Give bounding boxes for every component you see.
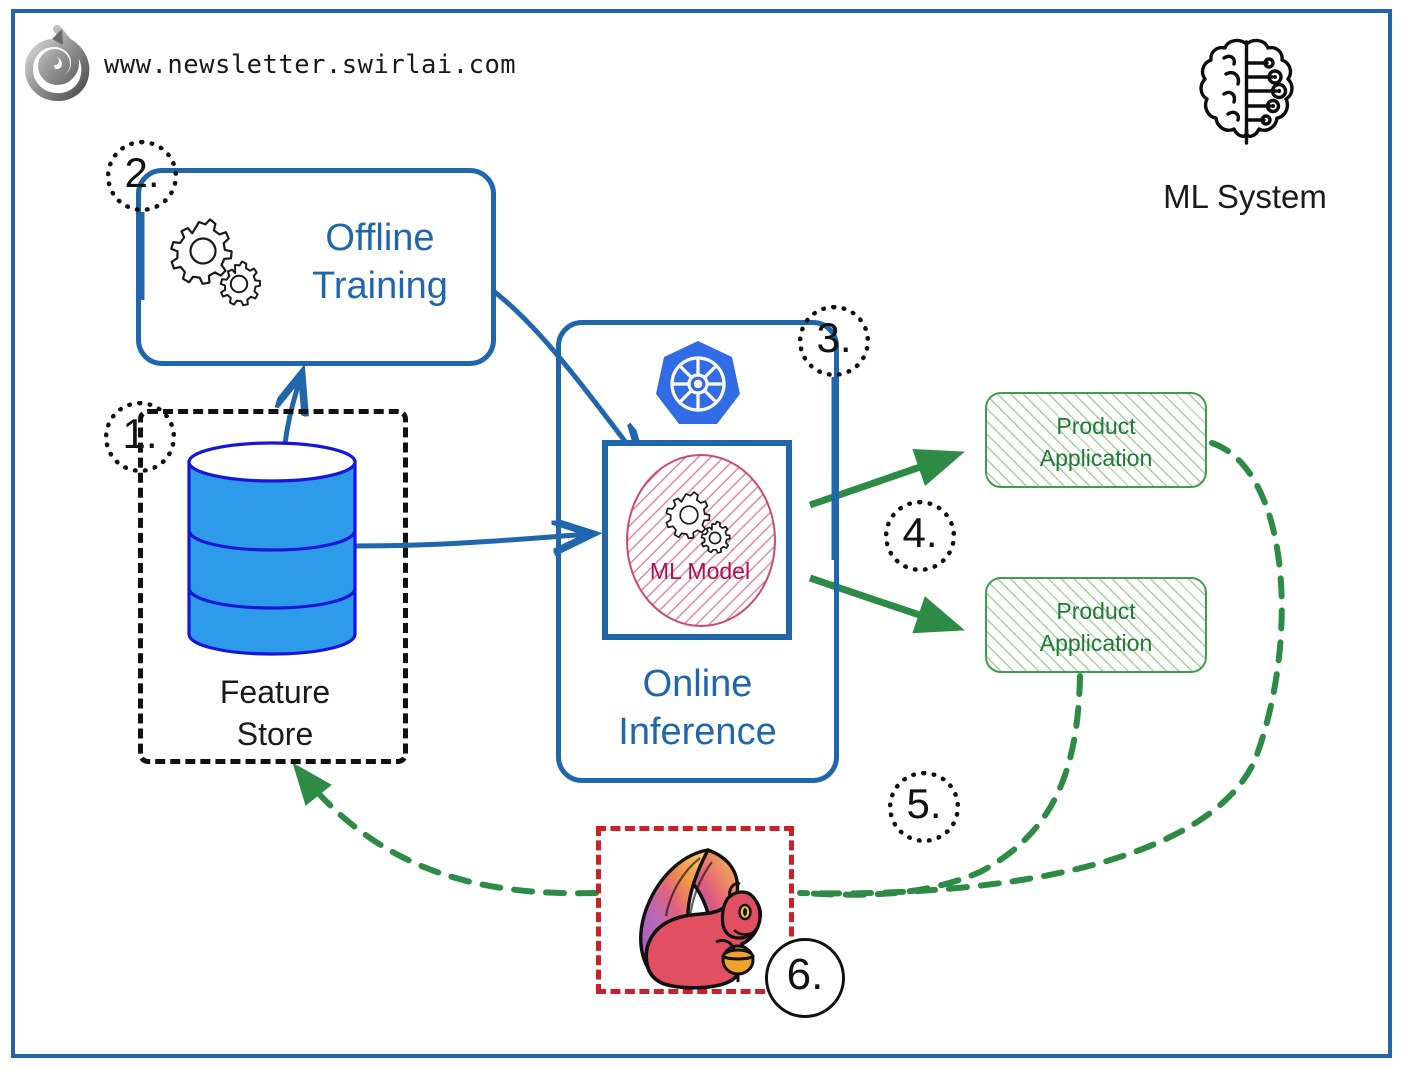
online-inference-label-line1: Online	[642, 663, 753, 705]
product-application-label-line2: Application	[1039, 445, 1153, 471]
product-application-label: Product Application	[987, 410, 1205, 474]
step-marker-4: 4.	[884, 500, 956, 572]
product-application-label-line1: Product	[1056, 598, 1136, 624]
offline-training-label: Offline Training	[270, 214, 490, 310]
step-marker-5: 5.	[888, 771, 960, 843]
database-cylinder-icon	[187, 441, 357, 656]
swirl-spiral-logo	[24, 25, 90, 101]
step-marker-2-label: 2.	[124, 149, 160, 196]
step-marker-5-label: 5.	[906, 780, 942, 827]
step-marker-6: 6.	[765, 938, 845, 1018]
online-inference-label: Online Inference	[580, 660, 815, 756]
feature-store-label-line1: Feature	[219, 674, 331, 710]
product-application-label-line2: Application	[1039, 630, 1153, 656]
feature-store-label: Feature Store	[150, 671, 400, 755]
product-application-box[interactable]: Product Application	[985, 577, 1207, 673]
step-marker-1: 1.	[104, 401, 176, 473]
outer-frame	[11, 9, 1392, 1058]
ml-model-label: ML Model	[649, 558, 751, 584]
step-marker-3: 3.	[798, 305, 870, 377]
offline-training-box[interactable]	[136, 168, 496, 366]
brand-url-text: www.newsletter.swirlai.com	[104, 50, 517, 80]
ml-model-ellipse	[626, 454, 776, 627]
online-inference-box[interactable]	[556, 320, 839, 783]
apache-flink-squirrel-logo	[639, 848, 763, 990]
product-application-label-line1: Product	[1056, 413, 1136, 439]
product-application-box[interactable]: Product Application	[985, 392, 1207, 488]
offline-training-label-line2: Training	[312, 265, 448, 307]
feature-store-box[interactable]	[138, 409, 408, 764]
step-marker-1-label: 1.	[122, 410, 158, 457]
step-marker-3-label: 3.	[816, 314, 852, 361]
offline-training-label-line1: Offline	[325, 217, 435, 259]
brain-circuit-icon	[1199, 38, 1294, 145]
ml-system-label: ML System	[1163, 178, 1327, 215]
gears-icon	[170, 218, 261, 307]
step-marker-4-label: 4.	[902, 509, 938, 556]
stream-processor-box[interactable]	[596, 826, 794, 994]
step-marker-6-label: 6.	[786, 950, 824, 999]
product-application-label: Product Application	[987, 595, 1205, 659]
online-inference-label-line2: Inference	[618, 711, 777, 753]
gears-icon	[665, 491, 731, 554]
step-marker-2: 2.	[106, 140, 178, 212]
kubernetes-logo	[656, 341, 740, 424]
feature-store-label-line2: Store	[236, 716, 314, 752]
